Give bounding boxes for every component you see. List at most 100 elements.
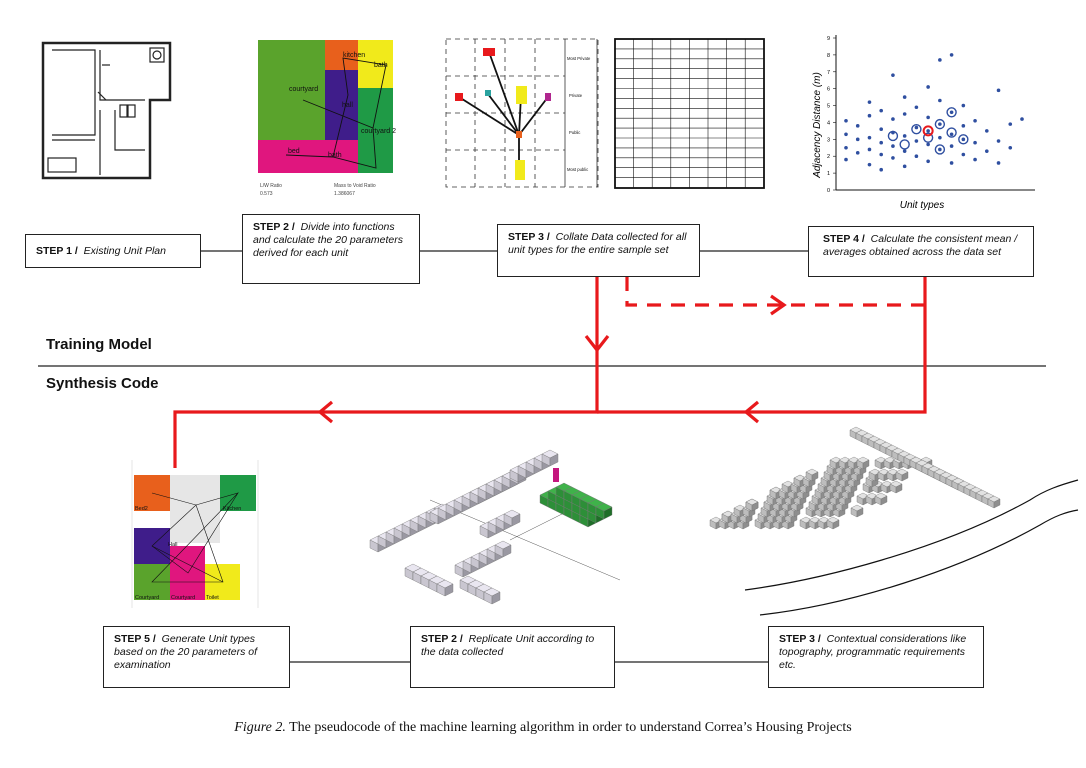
step1-label: STEP 1 /	[36, 245, 78, 257]
synthesis-step3-box: STEP 3 / Contextual considerations like …	[768, 626, 984, 688]
lw-label: L/W Ratio	[260, 183, 282, 189]
synthesis-step2-text: Replicate Unit according to the data col…	[421, 633, 595, 658]
scatter-point	[949, 132, 954, 137]
label-bed: bed	[288, 148, 300, 155]
step5-text: Generate Unit types based on the 20 para…	[114, 633, 258, 671]
scatter-point	[867, 135, 872, 140]
scatter-point	[996, 161, 1001, 165]
y-tick-label: 5	[827, 104, 830, 110]
scatter-point	[926, 129, 930, 133]
scatter-point	[996, 139, 1001, 143]
figure-caption-text: The pseudocode of the machine learning a…	[289, 720, 852, 735]
arrow-step4-down	[597, 277, 927, 414]
scatter-point	[879, 127, 883, 131]
generated-unit-diagram: Bed2 Kitchen Hall Courtyard Courtyard To…	[131, 460, 259, 608]
scatter-point	[879, 140, 883, 145]
y-tick-label: 0	[827, 188, 830, 194]
scatter-point	[902, 149, 907, 153]
scatter-point	[891, 156, 895, 160]
step2-box: STEP 2 / Divide into functions and calcu…	[242, 214, 420, 284]
scatter-point	[926, 115, 930, 120]
scatter-point	[961, 152, 966, 157]
y-tick-label: 9	[827, 36, 830, 42]
scatter-point	[973, 157, 977, 162]
synthesis-step2-label: STEP 2 /	[421, 633, 463, 645]
x-axis-label: Unit types	[900, 200, 944, 211]
gen-label-bed2: Bed2	[135, 506, 148, 512]
step3-box: STEP 3 / Collate Data collected for all …	[497, 224, 700, 277]
step5-box: STEP 5 / Generate Unit types based on th…	[103, 626, 290, 688]
y-tick-label: 6	[827, 87, 830, 93]
figure-number: Figure 2.	[234, 720, 286, 735]
scatter-point	[949, 161, 954, 165]
gen-label-hall: Hall	[168, 542, 177, 548]
scatter-point	[926, 159, 930, 164]
y-tick-label: 2	[827, 154, 830, 160]
contextual-site-isometric	[709, 426, 1079, 616]
mean-marker	[899, 139, 910, 150]
scatter-point	[973, 140, 977, 145]
scatter-point	[855, 151, 860, 155]
scatter-point	[926, 85, 930, 89]
scatter-point	[844, 132, 848, 137]
step3-label: STEP 3 /	[508, 231, 550, 243]
scatter-point	[985, 129, 989, 133]
mean-marker	[958, 134, 969, 145]
y-axis-label: Adjacency Distance (m)	[812, 72, 823, 179]
scatter-point	[879, 152, 883, 157]
scatter-point	[938, 122, 942, 126]
scatter-point	[902, 134, 907, 138]
scatter-point	[844, 118, 848, 123]
scatter-point	[891, 144, 895, 148]
tree-col-most-public: Most public	[567, 167, 588, 172]
scatter-point	[902, 95, 907, 99]
scatter-point	[891, 73, 895, 77]
synthesis-step3-text: Contextual considerations like topograph…	[779, 633, 967, 671]
step4-text: Calculate the consistent mean / averages…	[823, 233, 1018, 258]
scatter-point	[855, 124, 860, 128]
gen-label-courtyard-1: Courtyard	[135, 595, 159, 601]
scatter-point	[902, 164, 907, 169]
label-kitchen: kitchen	[343, 52, 365, 59]
y-tick-label: 1	[827, 171, 830, 177]
scatter-point	[938, 135, 942, 140]
scatter-point	[1008, 122, 1013, 126]
gen-label-kitchen: Kitchen	[223, 506, 241, 512]
tree-col-public: Public	[569, 130, 580, 135]
mean-marker	[934, 118, 946, 130]
scatter-point	[914, 105, 919, 110]
mass-value: 1.386067	[334, 191, 355, 197]
privacy-tree: Most Private Private Public Most public	[445, 38, 599, 188]
tree-col-most-private: Most Private	[567, 56, 591, 61]
scatter-point	[914, 125, 919, 130]
step2-text: Divide into functions and calculate the …	[253, 221, 404, 259]
mean-marker	[911, 123, 922, 135]
figure-caption: Figure 2. The pseudocode of the machine …	[0, 720, 1086, 736]
step4-label: STEP 4 /	[823, 233, 865, 245]
mean-marker	[946, 107, 957, 118]
highlight-marker	[922, 125, 934, 137]
y-tick-label: 3	[827, 137, 830, 143]
y-tick-label: 8	[827, 53, 830, 59]
scatter-point	[938, 58, 942, 62]
mass-label: Mass to Void Ratio	[334, 183, 376, 189]
scatter-point	[902, 112, 907, 116]
scatter-point	[949, 110, 954, 115]
lw-value: 0.573	[260, 191, 273, 197]
scatter-point	[949, 144, 954, 148]
step3-text: Collate Data collected for all unit type…	[508, 231, 687, 256]
tree-col-private: Private	[569, 93, 583, 98]
y-tick-label: 7	[827, 70, 830, 76]
synthesis-step3-label: STEP 3 /	[779, 633, 821, 645]
gen-label-courtyard-2: Courtyard	[171, 595, 195, 601]
scatter-point	[844, 145, 848, 150]
existing-unit-plan	[41, 41, 172, 180]
step4-box: STEP 4 / Calculate the consistent mean /…	[808, 226, 1034, 277]
mean-marker	[887, 130, 899, 142]
scatter-point	[996, 88, 1001, 93]
mean-marker	[922, 132, 934, 143]
scatter-point	[867, 147, 872, 152]
scatter-point	[891, 117, 895, 121]
